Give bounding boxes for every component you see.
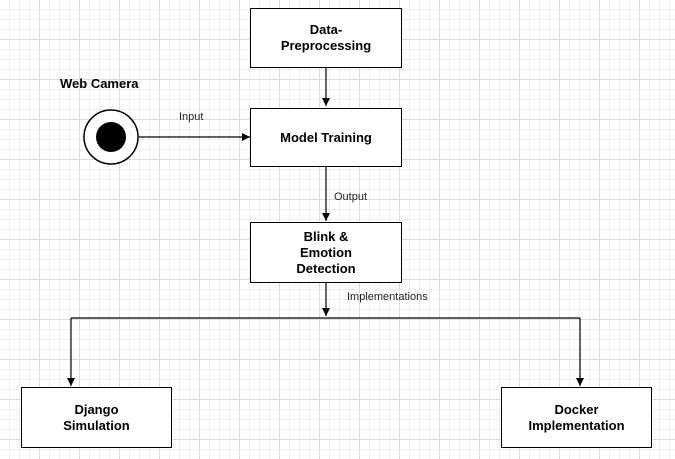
detection-node: Blink & Emotion Detection xyxy=(250,222,402,283)
implementations-edge-label: Implementations xyxy=(347,291,428,303)
web-camera-icon xyxy=(83,109,139,165)
django-node: Django Simulation xyxy=(21,387,172,448)
web-camera-label: Web Camera xyxy=(60,76,139,91)
preprocessing-node: Data- Preprocessing xyxy=(250,8,402,68)
model-training-node: Model Training xyxy=(250,108,402,167)
output-edge-label: Output xyxy=(334,191,368,203)
input-edge-label: Input xyxy=(179,111,204,123)
docker-node: Docker Implementation xyxy=(501,387,652,448)
